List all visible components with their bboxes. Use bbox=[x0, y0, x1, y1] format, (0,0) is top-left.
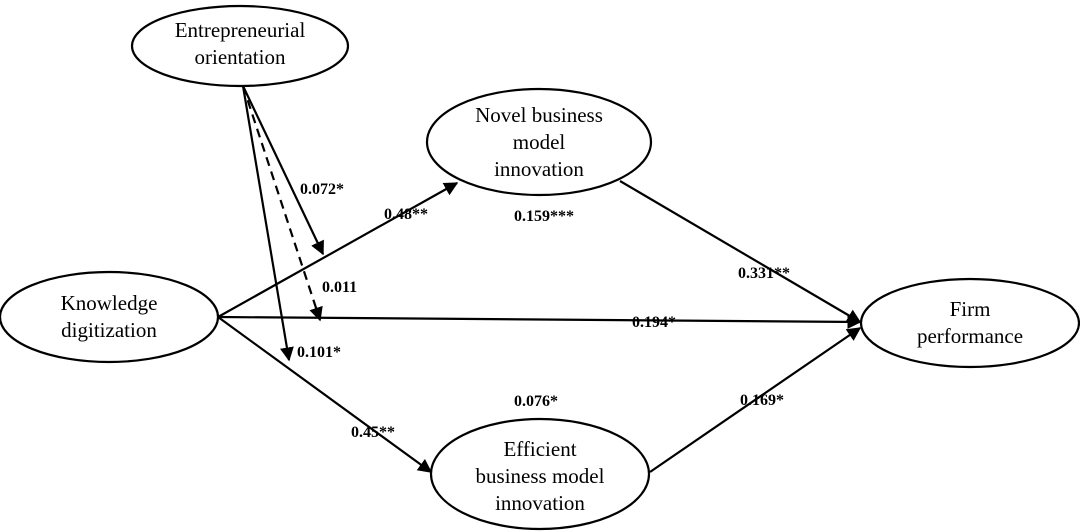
edge-eo-moderates-novel bbox=[242, 85, 324, 256]
node-label-line: business model bbox=[476, 464, 605, 488]
coef-novel-indirect: 0.159*** bbox=[514, 208, 574, 225]
node-entrepreneurial-orientation: Entrepreneurial orientation bbox=[130, 4, 350, 88]
coef-efficient-to-fp: 0.169* bbox=[740, 392, 784, 409]
coef-efficient-indirect: 0.076* bbox=[514, 393, 558, 410]
node-novel-business-model-innovation: Novel business model innovation bbox=[425, 87, 653, 197]
node-label-line: performance bbox=[917, 324, 1023, 348]
edge-kd-to-novel bbox=[217, 182, 459, 318]
node-label-line: innovation bbox=[495, 491, 585, 515]
node-firm-performance: Firm performance bbox=[859, 277, 1080, 369]
node-label-line: Novel business bbox=[475, 103, 603, 127]
edge-kd-to-fp bbox=[217, 314, 862, 329]
node-knowledge-digitization: Knowledge digitization bbox=[0, 270, 220, 364]
node-label-line: innovation bbox=[494, 157, 584, 181]
node-label-line: digitization bbox=[61, 318, 157, 342]
node-label-line: Entrepreneurial bbox=[175, 18, 306, 42]
edge-efficient-to-fp bbox=[649, 327, 862, 473]
edge-kd-to-efficient bbox=[217, 316, 433, 473]
node-label-line: Efficient bbox=[503, 437, 576, 461]
edge-novel-to-fp bbox=[619, 180, 862, 323]
coef-kd-to-fp: 0.194* bbox=[632, 314, 676, 331]
edge-eo-moderates-direct bbox=[241, 85, 323, 322]
coef-eo-moderates-novel: 0.072* bbox=[300, 181, 344, 198]
node-label-line: orientation bbox=[195, 45, 286, 69]
coef-eo-moderates-direct: 0.011 bbox=[322, 279, 357, 296]
coef-kd-to-efficient: 0.45** bbox=[351, 424, 395, 441]
node-label-line: model bbox=[513, 130, 566, 154]
node-label-line: Knowledge bbox=[61, 291, 158, 315]
coef-novel-to-fp: 0.331** bbox=[738, 265, 790, 282]
coef-eo-moderates-efficient: 0.101* bbox=[297, 344, 341, 361]
node-efficient-business-model-innovation: Efficient business model innovation bbox=[429, 417, 651, 531]
node-label-line: Firm bbox=[950, 297, 991, 321]
edge-eo-moderates-efficient bbox=[241, 85, 294, 362]
coef-kd-to-novel: 0.48** bbox=[384, 206, 428, 223]
